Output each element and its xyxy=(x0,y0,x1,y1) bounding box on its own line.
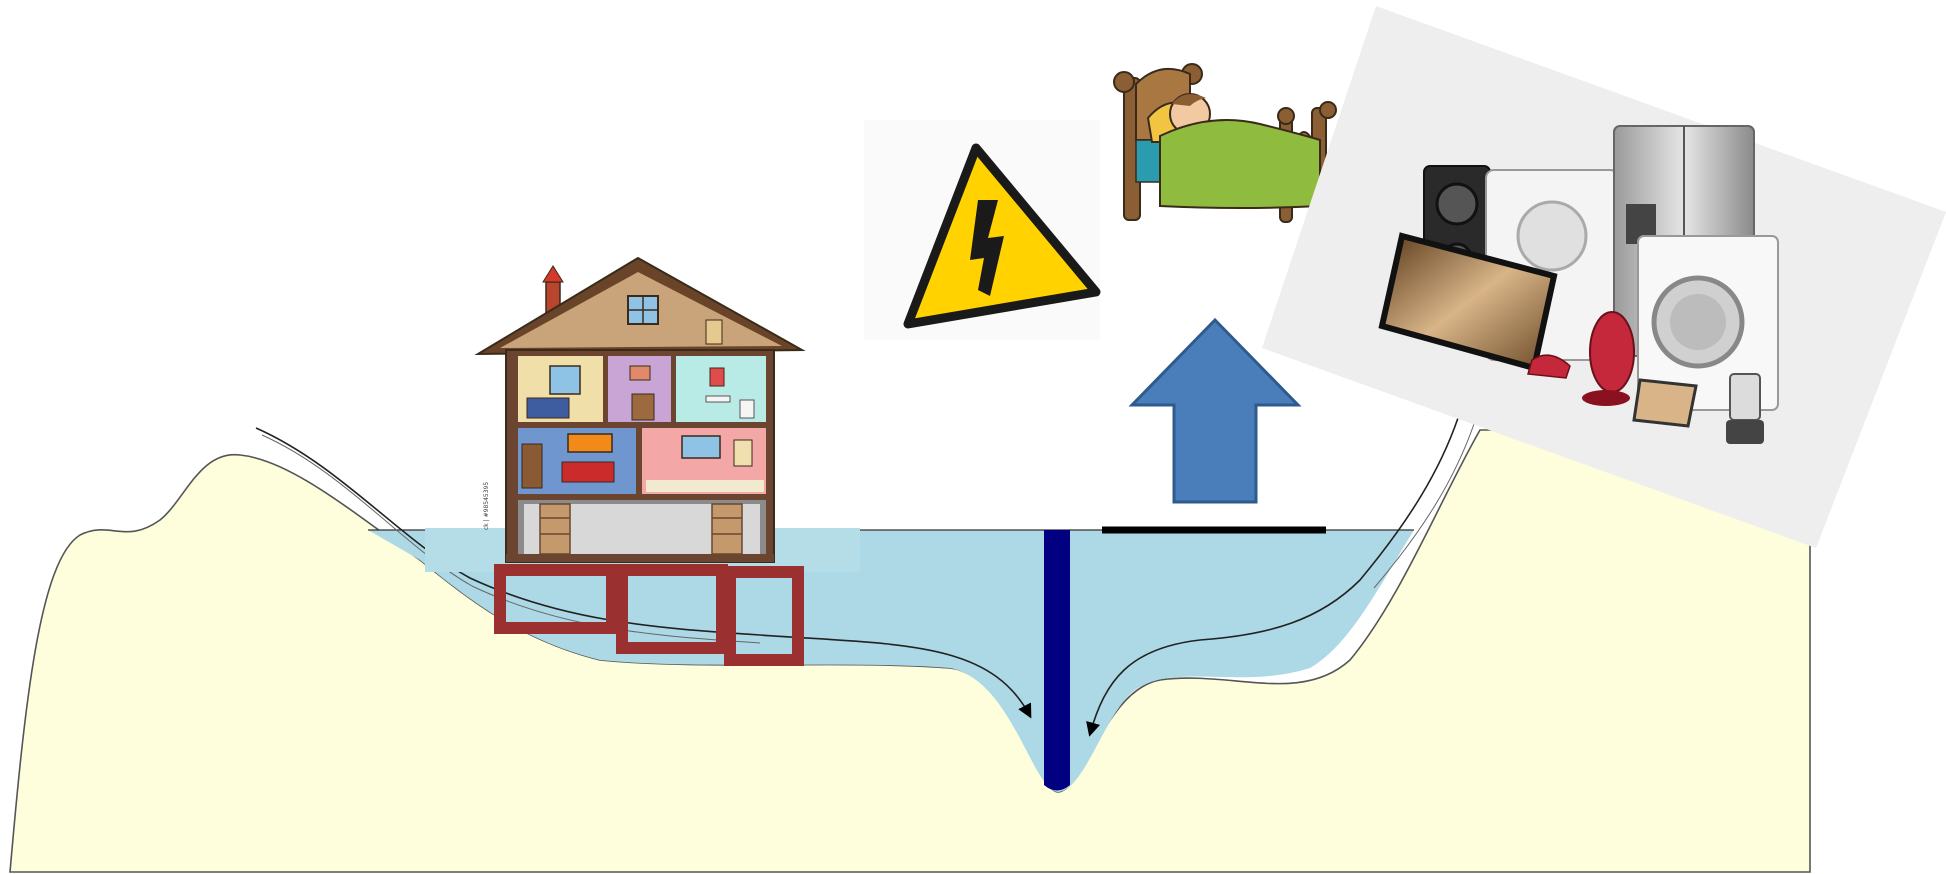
electric-hazard-icon xyxy=(864,120,1100,340)
home-appliances-icon xyxy=(1262,6,1946,548)
house-watermark: ck | #98545395 xyxy=(483,482,490,530)
sleeping-person-in-bed-icon xyxy=(1114,64,1336,222)
house-cutaway-icon xyxy=(478,258,802,562)
well-casing xyxy=(1044,530,1070,791)
